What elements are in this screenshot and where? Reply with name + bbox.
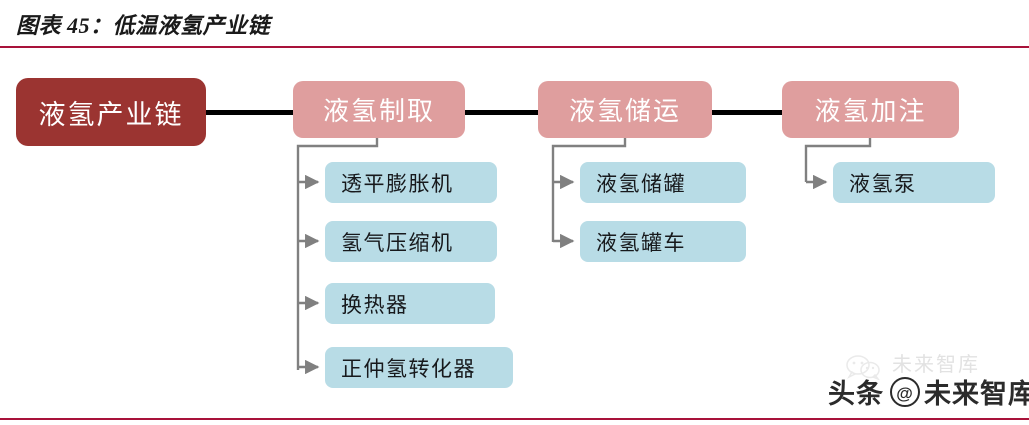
node-stage-3[interactable]: 液氢加注 xyxy=(782,81,959,138)
leaf-stage-3-item-1[interactable]: 液氢泵 xyxy=(833,162,995,203)
node-stage-1[interactable]: 液氢制取 xyxy=(293,81,465,138)
watermark-account: 未来智库 xyxy=(924,379,1029,409)
watermark: 未来智库 头条 @ 未来智库 xyxy=(800,340,1029,418)
leaf-stage-1-item-1[interactable]: 透平膨胀机 xyxy=(325,162,497,203)
wechat-icon-faint xyxy=(846,355,880,380)
wechat-icon: @ xyxy=(890,376,920,407)
footer-divider xyxy=(0,418,1029,420)
watermark-main: 头条 @ 未来智库 xyxy=(828,372,1029,411)
connector-stage-1-to-stage-2 xyxy=(463,110,538,115)
leaf-stage-1-item-4[interactable]: 正仲氢转化器 xyxy=(325,347,513,388)
leaf-stage-2-item-2[interactable]: 液氢罐车 xyxy=(580,221,746,262)
watermark-faint-text: 未来智库 xyxy=(892,354,980,376)
watermark-platform: 头条 xyxy=(828,379,884,409)
connector-root-to-stage-1 xyxy=(205,110,300,115)
node-stage-2[interactable]: 液氢储运 xyxy=(538,81,712,138)
leaf-stage-2-item-1[interactable]: 液氢储罐 xyxy=(580,162,746,203)
leaf-stage-1-item-3[interactable]: 换热器 xyxy=(325,283,495,324)
svg-text:@: @ xyxy=(896,384,914,403)
header-divider xyxy=(0,46,1029,48)
connector-stage-2-to-stage-3 xyxy=(711,110,783,115)
leaf-stage-1-item-2[interactable]: 氢气压缩机 xyxy=(325,221,497,262)
page-title: 图表 45：低温液氢产业链 xyxy=(16,13,271,38)
node-root[interactable]: 液氢产业链 xyxy=(16,78,206,146)
